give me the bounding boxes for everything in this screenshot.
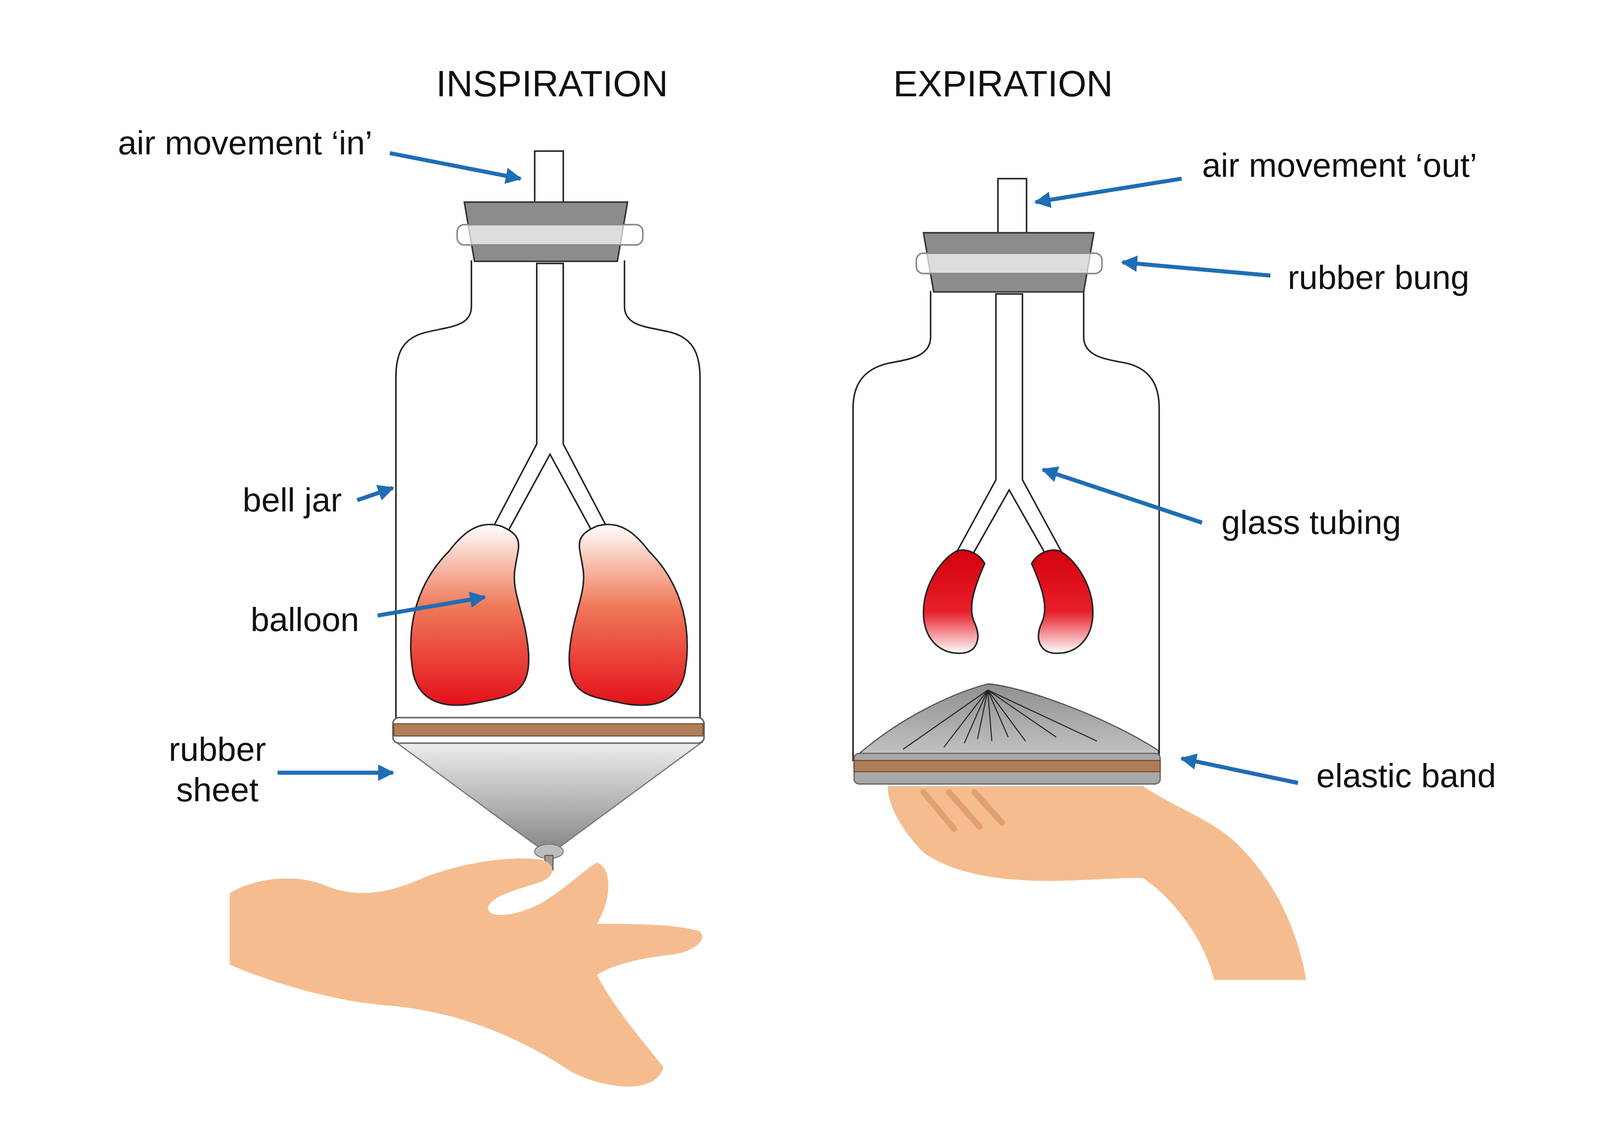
jar-rim: [393, 717, 705, 744]
glass-tube-top: [534, 151, 564, 205]
leader-arrow: [1035, 178, 1182, 202]
glass-tubing: [493, 263, 606, 533]
part-label: air movement ‘out’: [1202, 145, 1478, 186]
part-label: rubber sheet: [145, 728, 289, 810]
part-label: air movement ‘in’: [117, 122, 373, 164]
hand-pulling: [229, 858, 703, 1087]
part-label: elastic band: [1316, 755, 1497, 796]
elastic-band: [854, 760, 1161, 772]
part-label: rubber bung: [1287, 257, 1470, 298]
deflated-balloon: [1031, 550, 1093, 654]
panel-heading: INSPIRATION: [436, 61, 669, 106]
inspiration-model: [229, 151, 704, 1087]
leader-arrow: [277, 770, 393, 775]
bell-jar-outline: [395, 260, 700, 720]
sheet-creases: [903, 689, 1098, 750]
leader-arrow: [389, 153, 521, 179]
panel-heading: EXPIRATION: [892, 61, 1113, 106]
deflated-balloon: [923, 550, 985, 654]
part-label: glass tubing: [1221, 502, 1402, 543]
leader-arrow: [357, 488, 393, 501]
inflated-balloon: [569, 524, 688, 705]
leader-arrow: [1181, 758, 1298, 784]
finger-lines: [923, 791, 1003, 829]
leader-arrow: [377, 597, 485, 616]
bung-band: [457, 224, 643, 245]
rubber-sheet-pushed: [856, 683, 1159, 758]
bung-band: [916, 253, 1102, 274]
part-label: bell jar: [242, 479, 343, 521]
leader-arrow: [1122, 262, 1271, 276]
hand-pushing: [887, 785, 1307, 980]
bell-jar-outline: [852, 291, 1159, 761]
leader-arrow: [1042, 469, 1203, 523]
glass-tubing: [957, 294, 1062, 559]
part-label: balloon: [250, 599, 360, 640]
leader-lines: [277, 153, 1298, 783]
glass-tube-top: [998, 178, 1027, 235]
elastic-band: [393, 723, 704, 737]
sheet-edge: [854, 753, 1161, 784]
inflated-balloon: [410, 524, 529, 705]
rubber-sheet-pulled: [395, 742, 702, 848]
expiration-model: [852, 178, 1306, 980]
